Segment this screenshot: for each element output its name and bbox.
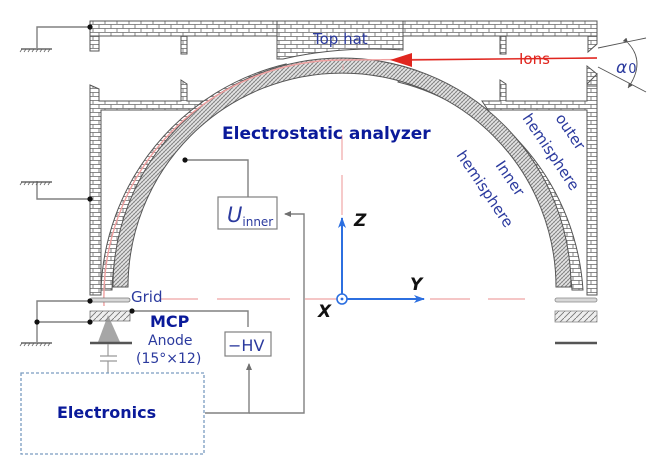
ions-label: Ions: [519, 50, 550, 68]
coordinate-axes: [336, 217, 425, 305]
hv-box: [224, 331, 272, 357]
right-housing: [481, 64, 598, 296]
left-housing: [89, 79, 206, 296]
u-inner-label: Uinner: [227, 203, 273, 229]
u-inner-box: [217, 196, 278, 230]
ion-trajectory: [103, 57, 598, 307]
circuit-wires: [132, 159, 305, 414]
top-hat-label: Top hat: [312, 30, 368, 48]
junction-dots: [34, 24, 188, 325]
analyzer-label: Electrostatic analyzer: [222, 124, 431, 144]
grid-label: Grid: [131, 288, 162, 306]
ion-beam-line: [404, 57, 598, 61]
mcp-label: MCP: [150, 312, 190, 331]
anode-spec-label: (15°×12): [136, 351, 201, 367]
ground-icon: [19, 48, 52, 53]
mcp-right: [554, 310, 598, 323]
ground-icon: [19, 181, 52, 186]
grid-left: [89, 297, 131, 303]
alpha-label: α0: [616, 58, 637, 78]
acceptance-angle: [597, 37, 647, 93]
ground-wires: [36, 26, 90, 342]
capacitor-icon: [100, 344, 117, 373]
z-axis-label: Z: [353, 211, 367, 231]
hv-label: −HV: [228, 336, 264, 355]
electronics-box: [20, 372, 205, 455]
anode-label: Anode: [148, 333, 193, 349]
grid-right: [554, 297, 598, 303]
top-hat: [89, 20, 598, 60]
ground-icon: [19, 342, 52, 347]
aperture-lower-jaw: [586, 72, 598, 87]
centerlines: [160, 135, 525, 300]
electronics-label: Electronics: [57, 403, 156, 422]
x-axis-label: X: [317, 302, 332, 322]
y-axis-label: Y: [410, 275, 424, 295]
ion-direction-arrow: [390, 53, 412, 67]
electron-cloud: [98, 315, 120, 342]
